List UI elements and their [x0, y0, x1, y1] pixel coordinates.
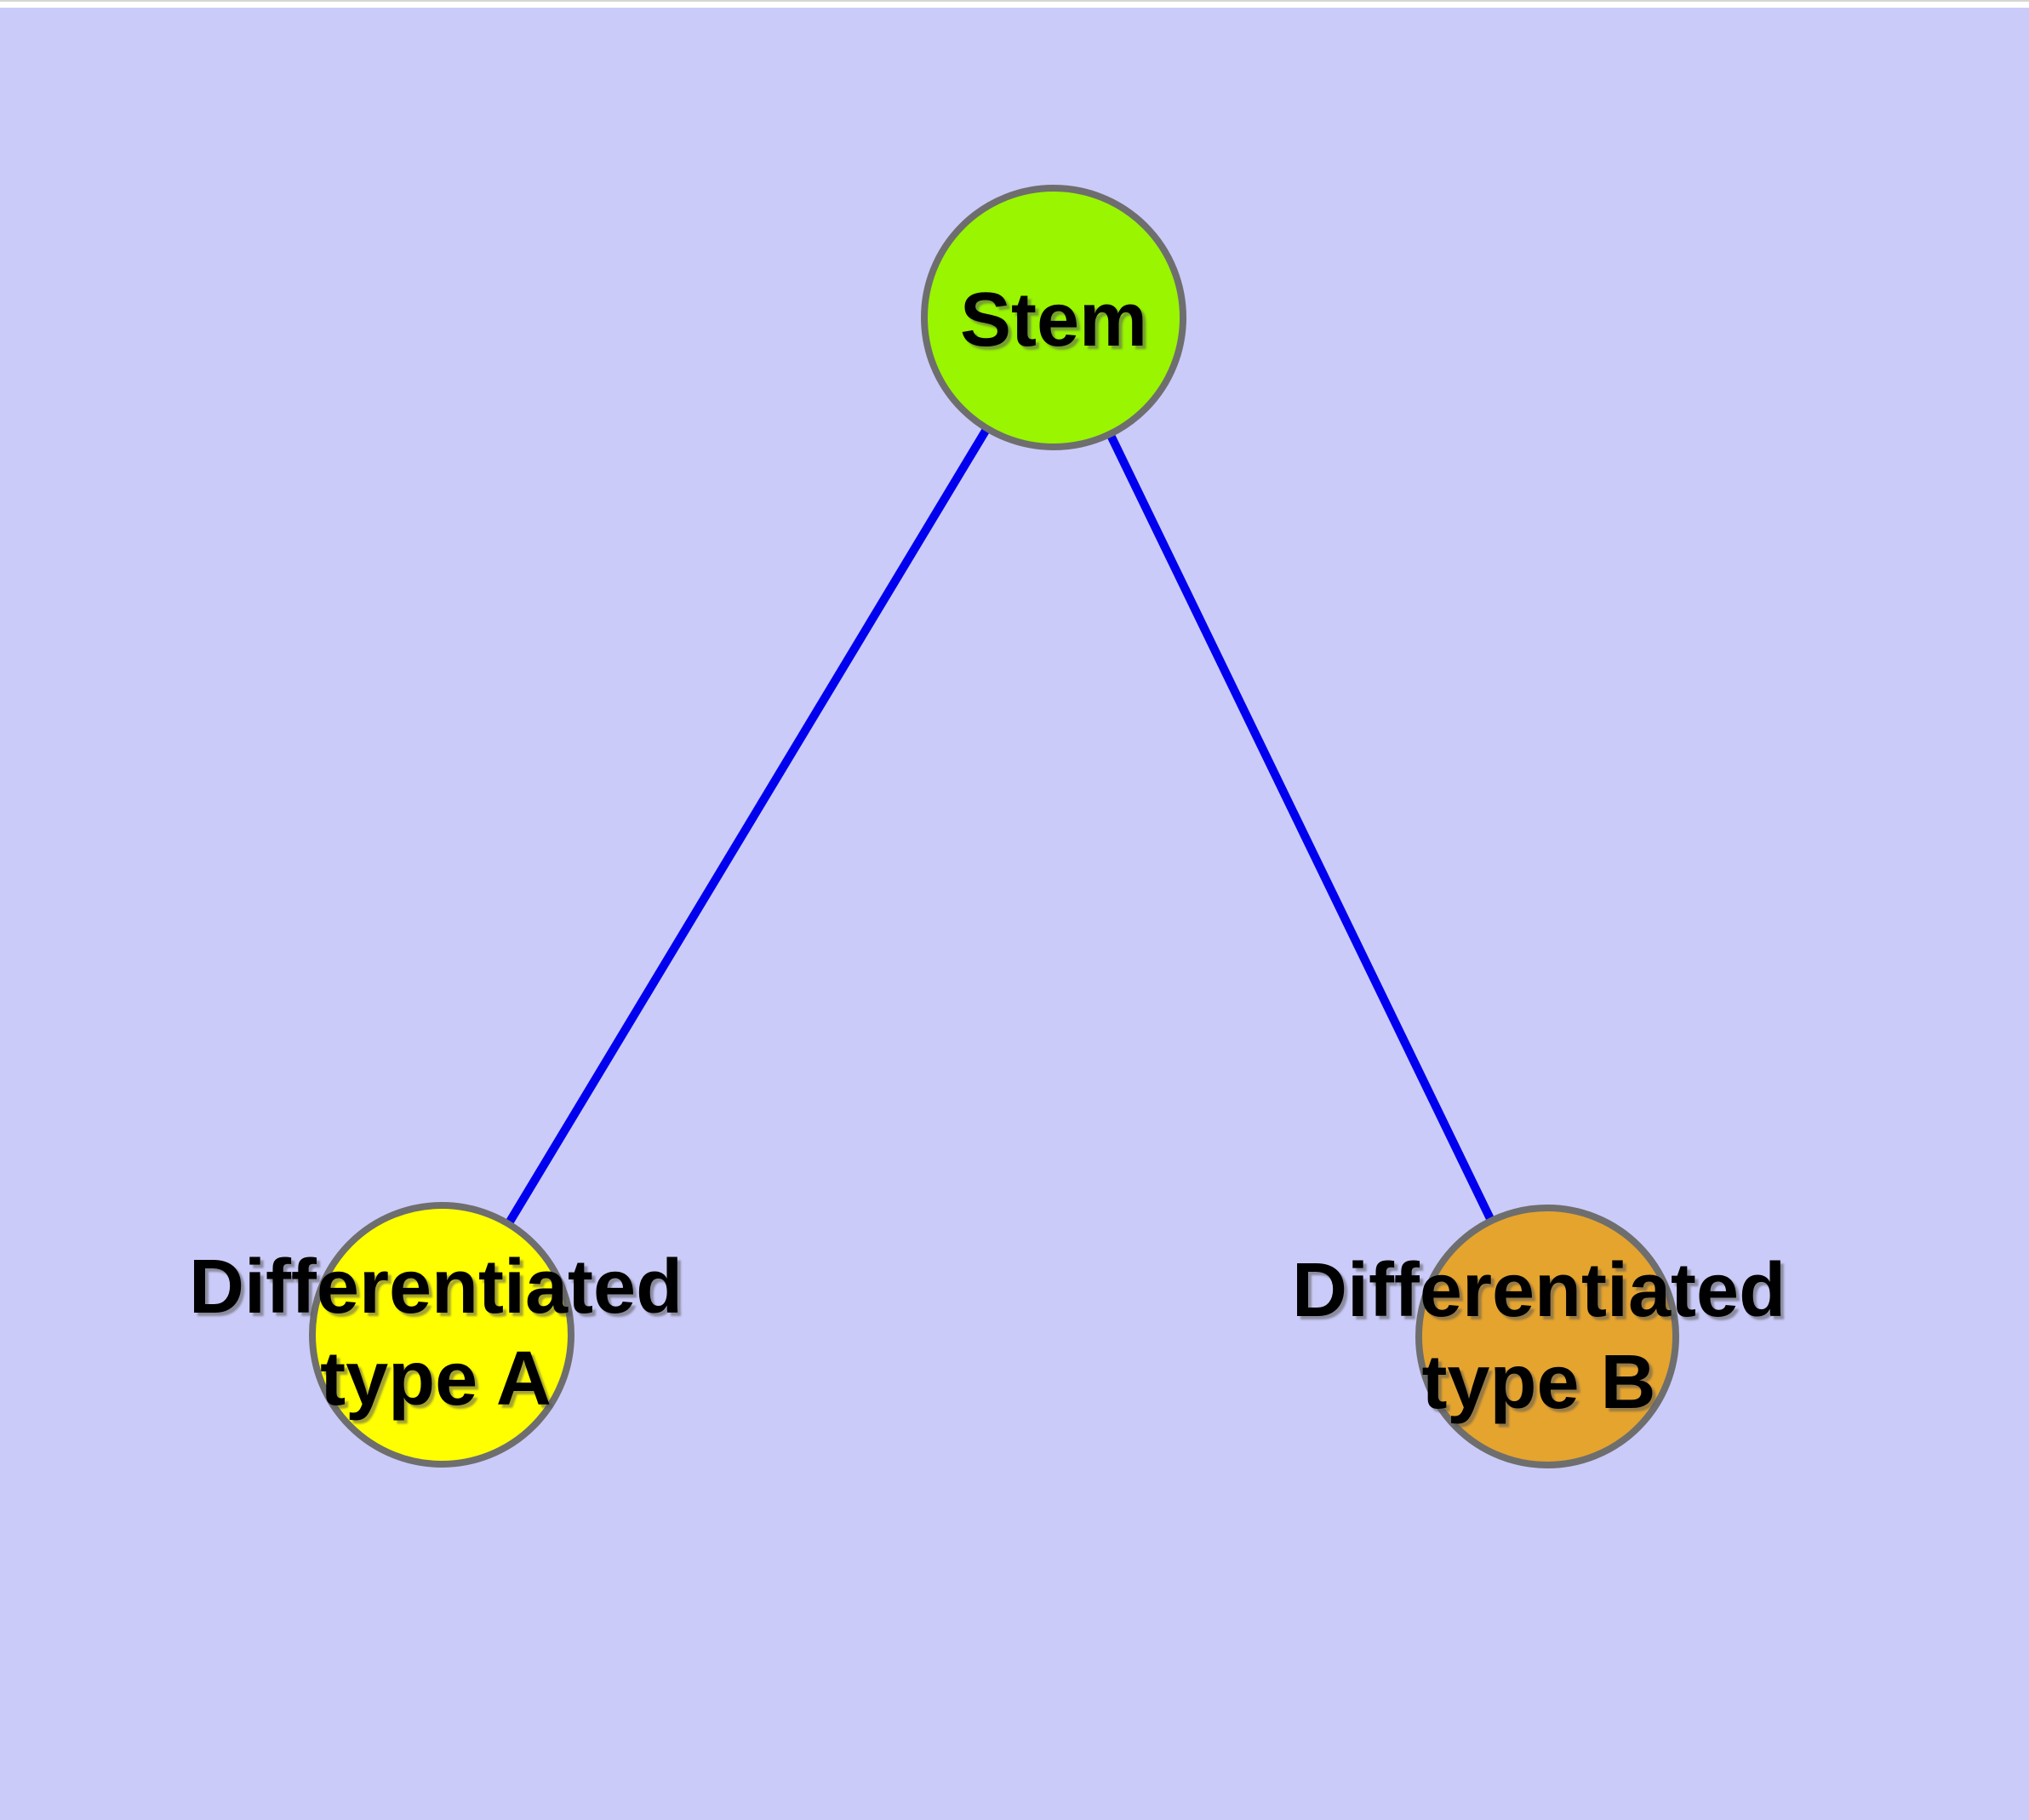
type-a-node-circle [309, 1202, 574, 1468]
type-b-node-circle [1415, 1205, 1679, 1468]
top-border-strip [0, 0, 2029, 8]
stem-node-circle [921, 185, 1186, 450]
edge-stem-to-type-b [1049, 315, 1552, 1339]
edge-stem-to-type-a [437, 315, 1058, 1337]
